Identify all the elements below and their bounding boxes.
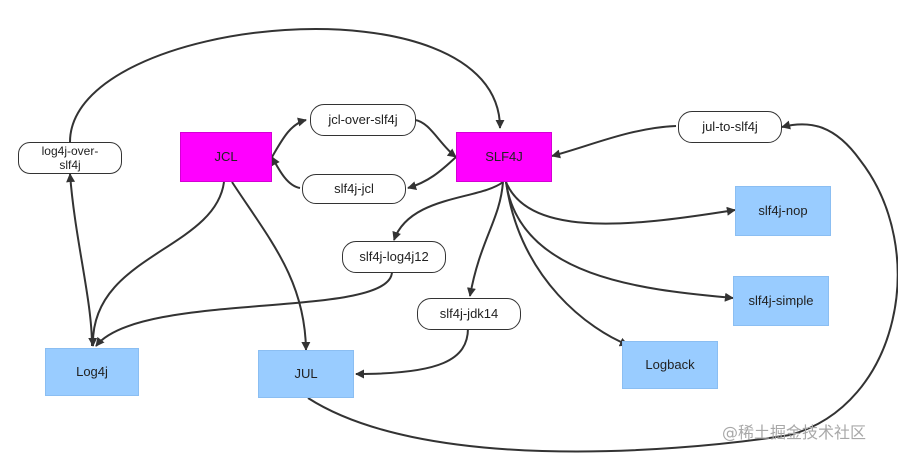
- node-label: SLF4J: [485, 149, 523, 164]
- node-label: JUL: [294, 366, 318, 381]
- node-log4j: Log4j: [45, 348, 139, 396]
- node-jul-to-slf4j: jul-to-slf4j: [678, 111, 782, 143]
- node-slf4j-jcl: slf4j-jcl: [302, 174, 406, 204]
- node-label: slf4j-jdk14: [439, 306, 499, 321]
- edge-slf4j-to-slf4j-jcl: [407, 156, 457, 190]
- node-slf4j-jdk14: slf4j-jdk14: [417, 298, 521, 330]
- edge-slf4j-to-logback: [505, 181, 629, 347]
- node-label: Log4j: [76, 364, 108, 379]
- edge-jcl-to-jcl-over-slf4j: [271, 117, 307, 158]
- edge-jcl-over-slf4j-to-slf4j: [414, 119, 457, 158]
- node-label: slf4j-jcl: [334, 181, 374, 196]
- node-slf4j-nop: slf4j-nop: [735, 186, 831, 236]
- edge-log4j-to-log4j-over-slf4j: [66, 173, 93, 347]
- node-jul: JUL: [258, 350, 354, 398]
- edge-slf4j-jcl-to-jcl: [271, 156, 301, 189]
- edge-jcl-to-jul: [231, 181, 311, 351]
- node-label: jul-to-slf4j: [702, 119, 758, 134]
- edge-slf4j-to-slf4j-nop: [505, 181, 736, 225]
- node-label: slf4j-log4j12: [359, 249, 429, 264]
- edge-jcl-to-log4j: [88, 181, 225, 347]
- node-logback: Logback: [622, 341, 718, 389]
- edge-jul-to-jul-to-slf4j: [307, 120, 898, 453]
- watermark-text: @稀土掘金技术社区: [722, 423, 867, 442]
- edge-slf4j-to-slf4j-jdk14: [466, 181, 504, 297]
- edge-jul-to-slf4j-to-slf4j: [551, 125, 677, 159]
- node-slf4j-log4j12: slf4j-log4j12: [342, 241, 446, 273]
- node-slf4j: SLF4J: [456, 132, 552, 182]
- edge-slf4j-to-slf4j-simple: [505, 181, 734, 302]
- node-jcl: JCL: [180, 132, 272, 182]
- node-label: Logback: [645, 357, 695, 372]
- node-label: slf4j-nop: [758, 203, 808, 218]
- node-label: JCL: [214, 149, 238, 164]
- node-label: slf4j-simple: [748, 293, 814, 308]
- edge-log4j-over-slf4j-to-slf4j: [69, 28, 505, 143]
- edge-slf4j-log4j12-to-log4j: [95, 271, 393, 347]
- node-label: log4j-over- slf4j: [41, 144, 99, 172]
- node-slf4j-simple: slf4j-simple: [733, 276, 829, 326]
- node-label: jcl-over-slf4j: [328, 112, 398, 127]
- edge-slf4j-jdk14-to-jul: [355, 327, 469, 379]
- edge-slf4j-to-slf4j-log4j12: [392, 181, 504, 241]
- node-jcl-over-slf4j: jcl-over-slf4j: [310, 104, 416, 136]
- node-log4j-over-slf4j: log4j-over- slf4j: [18, 142, 122, 174]
